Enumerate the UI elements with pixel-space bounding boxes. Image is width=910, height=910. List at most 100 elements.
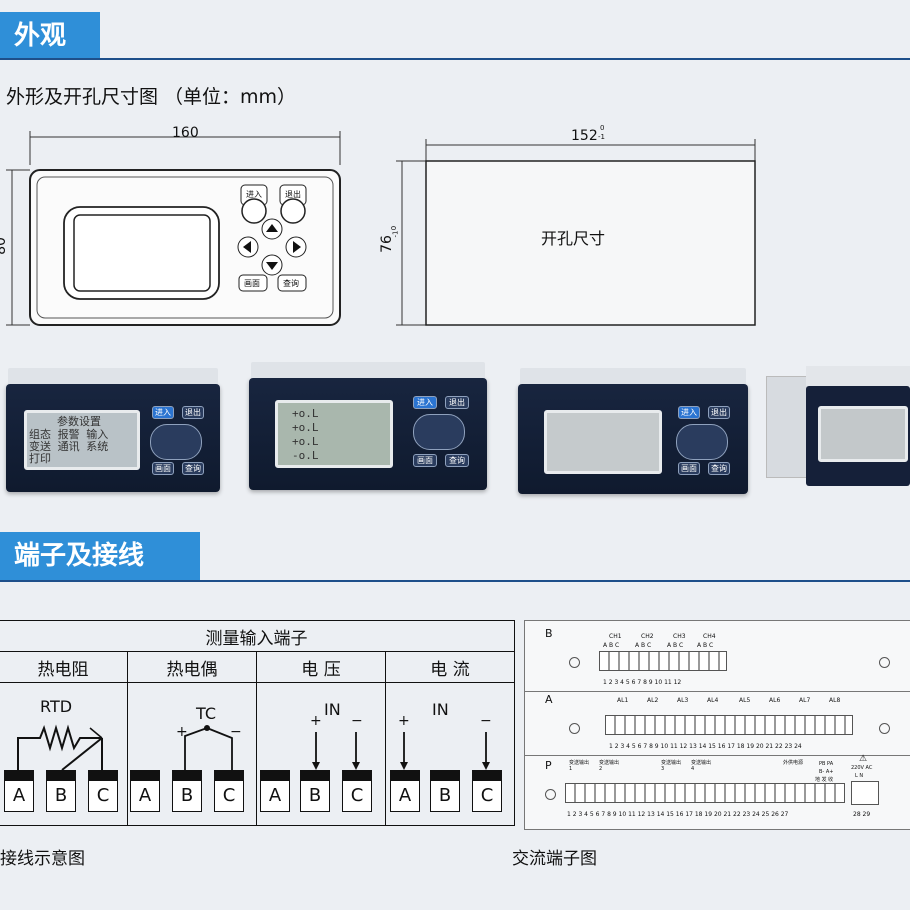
device-1-dpad <box>150 424 202 460</box>
voltage-plus: + <box>310 713 322 729</box>
device-photo-1: 参数设置 组态 报警 输入 变送 通讯 系统 打印 进入 退出 画面 查询 <box>6 384 220 492</box>
lcd-row: +o.L <box>292 421 319 434</box>
device-4-lcd <box>818 406 908 462</box>
row-a-numbers: 1 2 3 4 5 6 7 8 9 10 11 12 13 14 15 16 1… <box>609 743 802 750</box>
terminal-b: B <box>172 780 202 812</box>
header-current: 电 流 <box>385 651 515 683</box>
p-label: 变送输出3 <box>661 760 682 772</box>
abc-label: A B C <box>635 642 652 649</box>
mount-hole <box>879 723 890 734</box>
terminal-a: A <box>260 780 290 812</box>
terminal-b: B <box>300 780 330 812</box>
al-label: AL8 <box>829 697 841 704</box>
warning-icon: ⚠ <box>859 754 868 764</box>
ln-label: L N <box>855 773 864 779</box>
section-terminals-title: 端子及接线 <box>0 532 200 580</box>
device-photo-4 <box>766 366 910 486</box>
p-label: 变送输出4 <box>691 760 712 772</box>
lcd-row: +o.L <box>292 407 319 420</box>
btn-query-label: 查询 <box>283 279 299 288</box>
al-label: AL4 <box>707 697 719 704</box>
dimension-caption: 外形及开孔尺寸图 （单位：mm） <box>6 86 297 108</box>
front-outline-drawing <box>6 131 341 326</box>
pb-pa-sub2: 地 发 收 <box>815 777 834 783</box>
mount-hole <box>879 657 890 668</box>
ch-label: CH1 <box>609 633 622 640</box>
device-2-dpad <box>413 414 465 450</box>
section-divider <box>0 58 910 60</box>
cutout-width-tol-top: 0 <box>600 124 605 132</box>
terminal-c: C <box>214 780 244 812</box>
terminal-strip-a <box>605 715 853 735</box>
ch-label: CH2 <box>641 633 654 640</box>
front-width-label: 160 <box>172 125 199 141</box>
terminal-strip-power <box>851 781 879 805</box>
cutout-height-tol: -1 <box>391 230 400 238</box>
row-p-label: P <box>545 759 552 772</box>
header-rtd: 热电阻 <box>0 651 128 683</box>
front-height-label: 80 <box>0 237 9 255</box>
terminal-c: C <box>472 780 502 812</box>
p-label: 外供电源 <box>783 760 804 766</box>
lcd-row: +o.L <box>292 435 319 448</box>
tc-minus: − <box>230 724 242 740</box>
p-label: 变送输出1 <box>569 760 590 772</box>
al-label: AL6 <box>769 697 781 704</box>
device-3-screen-button: 画面 <box>678 462 700 475</box>
ac-caption: 交流端子图 <box>512 849 597 869</box>
ch-label: CH4 <box>703 633 716 640</box>
header-voltage: 电 压 <box>256 651 386 683</box>
row-a-label: A <box>545 693 553 706</box>
lcd-row: -o.L <box>292 449 319 462</box>
device-2-lcd: +o.L +o.L +o.L -o.L <box>275 400 393 468</box>
mount-hole <box>569 657 580 668</box>
terminal-a: A <box>390 780 420 812</box>
device-2-screen-button: 画面 <box>413 454 437 467</box>
al-label: AL7 <box>799 697 811 704</box>
row-b-label: B <box>545 627 553 640</box>
lcd-row-3: 打印 <box>29 452 51 465</box>
ch-label: CH3 <box>673 633 686 640</box>
cutout-height-label: 76 <box>378 235 395 253</box>
device-3-exit-button: 退出 <box>708 406 730 419</box>
current-in-label: IN <box>432 700 449 719</box>
al-label: AL1 <box>617 697 629 704</box>
wiring-table-title: 测量输入端子 <box>0 620 515 652</box>
btn-enter-label: 进入 <box>246 190 262 199</box>
abc-label: A B C <box>697 642 714 649</box>
terminal-b: B <box>46 780 76 812</box>
btn-screen-label: 画面 <box>244 279 260 288</box>
tc-plus: + <box>176 724 188 740</box>
device-photo-3: 进入 退出 画面 查询 <box>518 384 748 494</box>
tc-label: TC <box>196 704 217 723</box>
wiring-diagram <box>17 724 490 771</box>
lcd-row-1: 组态 报警 输入 <box>29 428 109 441</box>
cutout-width-label: 152 <box>571 128 598 144</box>
p-label: 220V AC <box>851 765 873 771</box>
al-label: AL3 <box>677 697 689 704</box>
device-2-query-button: 查询 <box>445 454 469 467</box>
device-photo-2: +o.L +o.L +o.L -o.L 进入 退出 画面 查询 <box>249 378 487 490</box>
ac-terminal-panel: B A P CH1 CH2 CH3 CH4 A B C A B C A B C … <box>524 620 910 830</box>
device-3-query-button: 查询 <box>708 462 730 475</box>
terminal-a: A <box>4 780 34 812</box>
device-2-enter-button: 进入 <box>413 396 437 409</box>
btn-exit-label: 退出 <box>285 190 301 199</box>
abc-label: A B C <box>603 642 620 649</box>
wiring-caption: 接线示意图 <box>0 849 85 869</box>
device-1-query-button: 查询 <box>182 462 204 475</box>
al-label: AL5 <box>739 697 751 704</box>
al-label: AL2 <box>647 697 659 704</box>
row-b-numbers: 1 2 3 4 5 6 7 8 9 10 11 12 <box>603 679 682 686</box>
mount-hole <box>569 723 580 734</box>
voltage-in-label: IN <box>324 700 341 719</box>
terminal-strip-p <box>565 783 845 803</box>
pb-pa-sub: B- A+ <box>819 769 834 775</box>
cutout-drawing <box>396 139 756 326</box>
rtd-label: RTD <box>40 697 73 716</box>
current-plus: + <box>398 713 410 729</box>
device-1-enter-button: 进入 <box>152 406 174 419</box>
cutout-label: 开孔尺寸 <box>541 229 606 248</box>
terminal-c: C <box>342 780 372 812</box>
voltage-minus: − <box>351 713 363 729</box>
